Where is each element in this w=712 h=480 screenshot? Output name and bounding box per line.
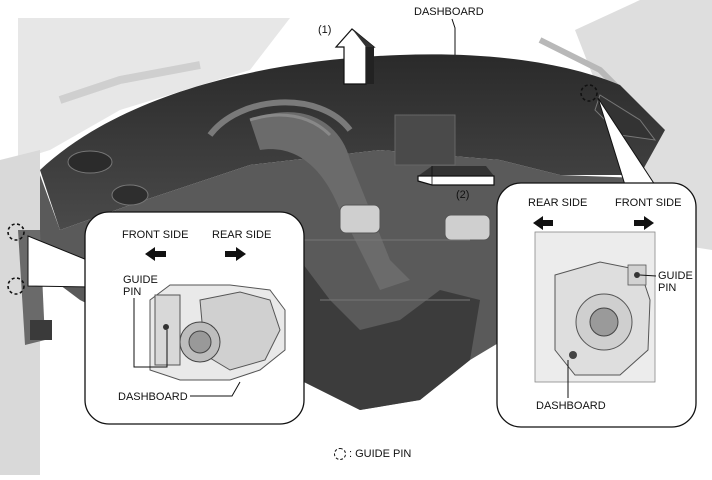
arrow-rearward-icon <box>417 166 495 186</box>
left-inset-guide-label-line1: GUIDE <box>123 274 158 286</box>
guide-pin-marker-top-right <box>580 84 598 102</box>
left-inset-rear-side-label: REAR SIDE <box>212 229 272 241</box>
left-inset-dashboard-label: DASHBOARD <box>118 391 188 403</box>
dashboard-leader-line <box>451 18 456 55</box>
legend-text: : GUIDE PIN <box>349 448 412 460</box>
right-inset-guide-label-line2: PIN <box>658 282 677 294</box>
step-2-label: (2) <box>456 189 470 201</box>
right-detail-inset <box>496 182 697 428</box>
guide-pin-marker-left-lower <box>7 277 25 295</box>
left-detail-inset <box>84 211 305 425</box>
left-inset-front-side-label: FRONT SIDE <box>122 229 189 241</box>
right-inset-dashboard-label: DASHBOARD <box>536 400 606 412</box>
step-1-label: (1) <box>318 24 332 36</box>
left-inset-guide-label-line2: PIN <box>123 286 142 298</box>
right-inset-guide-label-line1: GUIDE <box>658 270 693 282</box>
right-inset-front-side-label: FRONT SIDE <box>615 197 682 209</box>
right-inset-rear-side-label: REAR SIDE <box>528 197 588 209</box>
legend: : GUIDE PIN <box>334 446 411 462</box>
arrow-up-icon <box>334 28 376 85</box>
guide-pin-marker-left-upper <box>7 223 25 241</box>
guide-pin-legend-icon <box>334 448 346 460</box>
dashboard-label-top: DASHBOARD <box>414 6 484 18</box>
